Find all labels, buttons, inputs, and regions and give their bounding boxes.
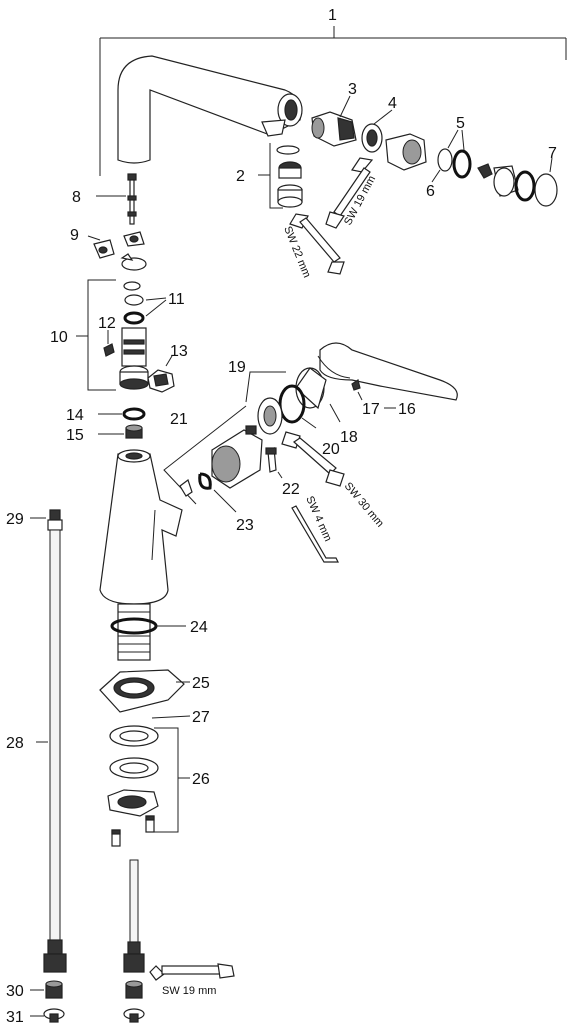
callout-27: 27 xyxy=(192,709,210,726)
spout xyxy=(117,55,303,164)
callout-6: 6 xyxy=(426,183,435,200)
callout-29: 29 xyxy=(6,511,24,528)
callout-8: 8 xyxy=(72,189,81,206)
sw22-label: SW 22 mm xyxy=(281,225,313,280)
callout-23-leader xyxy=(213,489,237,513)
callout-9: 9 xyxy=(70,227,79,244)
callout-4: 4 xyxy=(388,95,397,112)
callout-20: 20 xyxy=(322,441,340,458)
part-12-screw xyxy=(103,330,115,357)
callout-3: 3 xyxy=(348,81,357,98)
wrench-sw19-bottom xyxy=(149,963,235,981)
spout-diverter-parts xyxy=(311,95,558,207)
callout-19: 19 xyxy=(228,359,246,376)
part-11-rings xyxy=(123,281,167,325)
callout-16: 16 xyxy=(398,401,416,418)
allen-key-sw4 xyxy=(291,505,339,563)
part-10-bracket xyxy=(76,279,116,391)
callout-1: 1 xyxy=(328,7,337,24)
callout-27-leader xyxy=(151,715,191,719)
ring-20 xyxy=(278,384,317,429)
callout-21: 21 xyxy=(170,411,188,428)
callout-14: 14 xyxy=(66,407,84,424)
callout-10: 10 xyxy=(50,329,68,346)
aerator-group xyxy=(258,143,303,209)
fittings-30-31 xyxy=(30,980,145,1023)
wrench-sw30 xyxy=(281,431,345,487)
lever-handle xyxy=(317,342,458,409)
mixer-body xyxy=(99,449,183,605)
mounting-plate-25 xyxy=(99,669,190,713)
callout-11: 11 xyxy=(168,291,185,308)
callout-12: 12 xyxy=(98,315,116,332)
callout-31: 31 xyxy=(6,1009,24,1024)
sw30-label: SW 30 mm xyxy=(342,480,386,529)
sw19-bottom-label: SW 19 mm xyxy=(162,985,216,997)
hose-right xyxy=(123,859,145,973)
callout-22: 22 xyxy=(282,481,300,498)
callout-7: 7 xyxy=(548,145,557,162)
part-13-nut xyxy=(147,355,175,393)
callout-2: 2 xyxy=(236,168,245,185)
part-14-ring xyxy=(98,407,146,421)
callout-25: 25 xyxy=(192,675,210,692)
callout-28: 28 xyxy=(6,735,24,752)
callout-23: 23 xyxy=(236,517,254,534)
callout-17: 17 xyxy=(362,401,380,418)
callout-15: 15 xyxy=(66,427,84,444)
hose-left xyxy=(30,509,67,973)
wrench-sw22 xyxy=(289,213,345,275)
part-8-shaft xyxy=(96,173,137,225)
washer-stack-26 xyxy=(107,725,190,847)
part-9-fittings xyxy=(87,231,147,271)
callout-30: 30 xyxy=(6,983,24,1000)
cartridge xyxy=(179,425,263,497)
callout-26: 26 xyxy=(192,771,210,788)
part-15-insert xyxy=(98,424,143,439)
callout-18: 18 xyxy=(340,429,358,446)
callout-1-bracket xyxy=(99,26,567,176)
threaded-ring xyxy=(257,397,283,435)
wrench-sw19-top xyxy=(325,157,374,229)
part-10-cartridge-body xyxy=(119,327,149,390)
screw-22 xyxy=(265,446,283,479)
callout-5: 5 xyxy=(456,115,465,132)
callout-13: 13 xyxy=(170,343,188,360)
callout-19-bracket xyxy=(245,371,286,403)
callout-24: 24 xyxy=(190,619,208,636)
sw4-label: SW 4 mm xyxy=(303,494,334,543)
threaded-shank xyxy=(110,603,186,661)
